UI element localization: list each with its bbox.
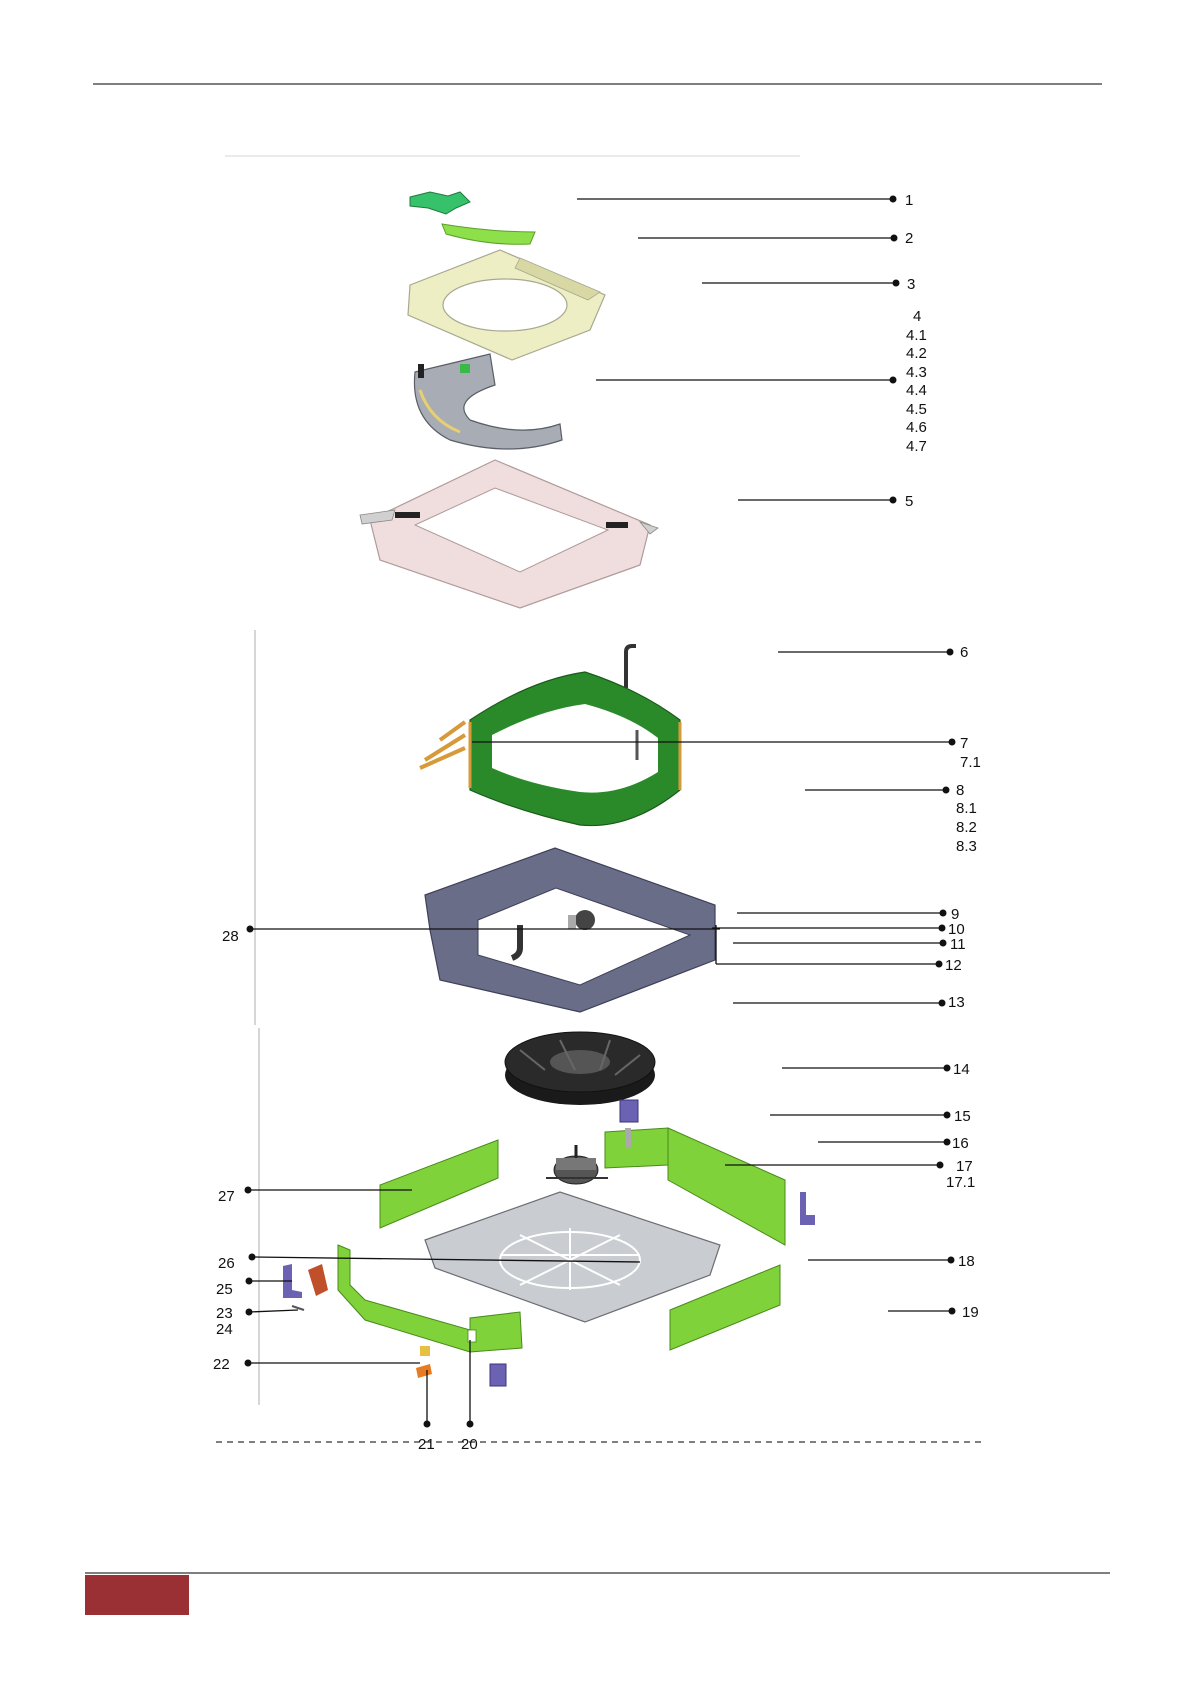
label-11: 11 [950, 936, 966, 953]
part-5-frame [360, 460, 658, 608]
part-15-bracket [620, 1100, 638, 1122]
part-21-clip [416, 1346, 432, 1378]
label-8: 8 [956, 782, 964, 799]
label-27: 27 [218, 1188, 235, 1205]
part-2-strip [442, 224, 535, 244]
label-8-3: 8.3 [956, 838, 977, 855]
part-1-clip [410, 192, 470, 214]
label-16: 16 [952, 1135, 969, 1152]
label-26: 26 [218, 1255, 235, 1272]
label-18: 18 [958, 1253, 975, 1270]
label-4-4: 4.4 [906, 382, 927, 399]
label-2: 2 [905, 230, 913, 247]
label-4-5: 4.5 [906, 401, 927, 418]
label-4-2: 4.2 [906, 345, 927, 362]
label-14: 14 [953, 1061, 970, 1078]
part-6-pipe [626, 646, 636, 688]
label-15: 15 [954, 1108, 971, 1125]
part-9-13-housing [425, 848, 715, 1012]
label-12: 12 [945, 957, 962, 974]
label-17: 17 [956, 1158, 973, 1175]
part-23-24-screw [292, 1306, 304, 1310]
label-6: 6 [960, 644, 968, 661]
part-18-tray [425, 1192, 720, 1322]
label-20: 20 [461, 1436, 478, 1453]
label-5: 5 [905, 493, 913, 510]
label-4: 4 [913, 308, 921, 325]
label-19: 19 [962, 1304, 979, 1321]
part-4-control-box [414, 354, 562, 449]
label-7: 7 [960, 735, 968, 752]
part-3-panel [408, 250, 605, 360]
label-24: 24 [216, 1321, 233, 1338]
label-13: 13 [948, 994, 965, 1011]
footer-accent-block [85, 1575, 189, 1615]
label-28: 28 [222, 928, 239, 945]
part-7-8-coil [420, 672, 680, 826]
label-21: 21 [418, 1436, 435, 1453]
part-14-fan [505, 1032, 655, 1105]
label-4-6: 4.6 [906, 419, 927, 436]
label-17-1: 17.1 [946, 1174, 975, 1191]
label-25: 25 [216, 1281, 233, 1298]
part-17-1-clip [800, 1192, 815, 1225]
label-8-2: 8.2 [956, 819, 977, 836]
label-7-1: 7.1 [960, 754, 981, 771]
label-1: 1 [905, 192, 913, 209]
label-4-7: 4.7 [906, 438, 927, 455]
part-bracket-bottom [490, 1364, 506, 1386]
label-4-3: 4.3 [906, 364, 927, 381]
label-8-1: 8.1 [956, 800, 977, 817]
label-23: 23 [216, 1305, 233, 1322]
label-4-1: 4.1 [906, 327, 927, 344]
part-27-panel [380, 1140, 498, 1228]
motor [546, 1145, 608, 1184]
label-22: 22 [213, 1356, 230, 1373]
label-3: 3 [907, 276, 915, 293]
